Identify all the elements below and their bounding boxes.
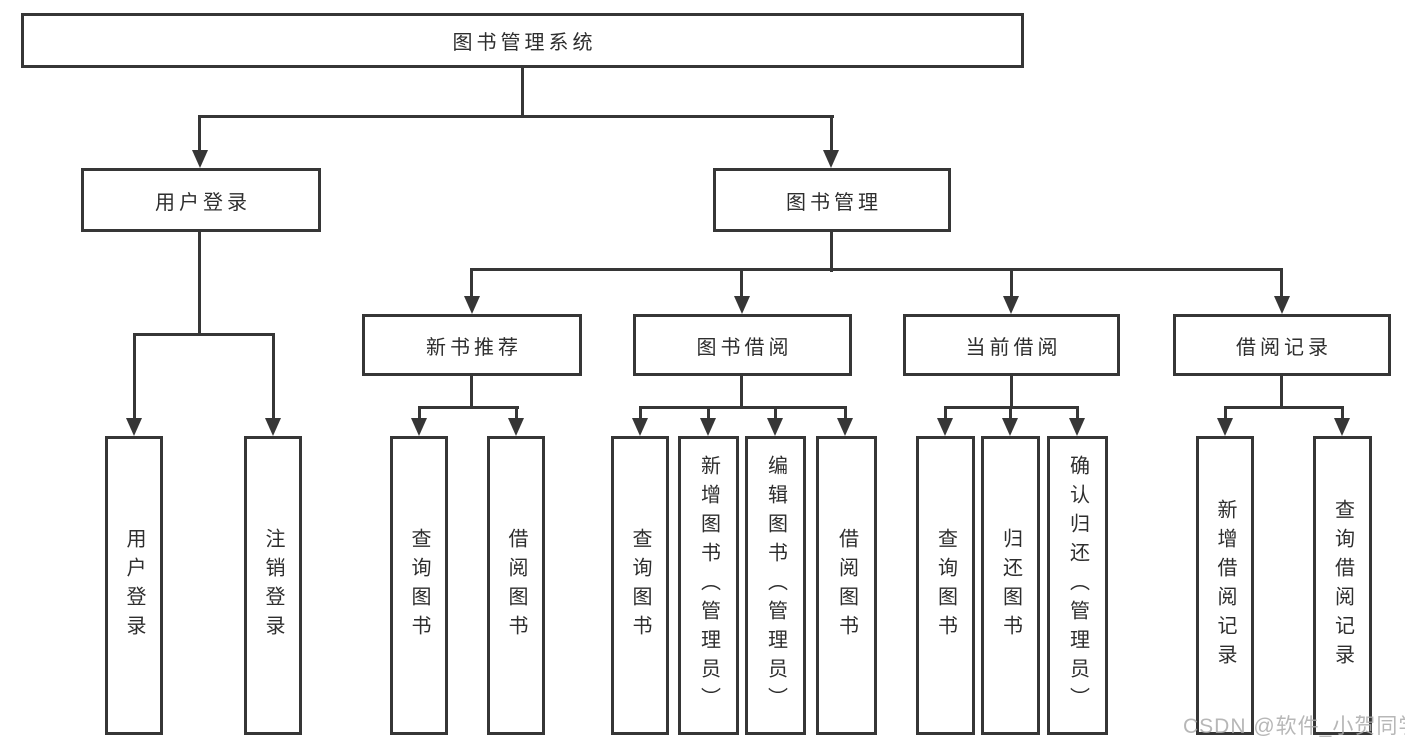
connector-line [830, 232, 833, 272]
leaf-edit-book-admin: 编辑图书（管理员） [745, 436, 806, 735]
connector-line [470, 268, 1283, 271]
connector-line [198, 115, 201, 152]
arrow-down-icon [1003, 296, 1019, 314]
arrow-down-icon [700, 418, 716, 436]
connector-line [1224, 406, 1227, 420]
connector-line [944, 406, 947, 420]
arrow-down-icon [1217, 418, 1233, 436]
node-book-management: 图书管理 [713, 168, 951, 232]
arrow-down-icon [508, 418, 524, 436]
connector-line [830, 115, 833, 152]
connector-line [1010, 268, 1013, 300]
leaf-add-book-admin: 新增图书（管理员） [678, 436, 739, 735]
node-user-login: 用户登录 [81, 168, 321, 232]
connector-line [470, 376, 473, 409]
connector-line [198, 232, 201, 335]
node-book-borrowing: 图书借阅 [633, 314, 852, 376]
arrow-down-icon [632, 418, 648, 436]
leaf-borrow-books-recommend: 借阅图书 [487, 436, 545, 735]
connector-line [418, 406, 519, 409]
connector-line [639, 406, 642, 420]
arrow-down-icon [464, 296, 480, 314]
leaf-borrow-books-borrowing: 借阅图书 [816, 436, 877, 735]
connector-line [740, 268, 743, 300]
arrow-down-icon [937, 418, 953, 436]
node-current-borrowing: 当前借阅 [903, 314, 1120, 376]
connector-line [639, 406, 847, 409]
arrow-down-icon [767, 418, 783, 436]
connector-line [515, 406, 518, 420]
arrow-down-icon [192, 150, 208, 168]
connector-line [1076, 406, 1079, 420]
connector-line [844, 406, 847, 420]
connector-line [1280, 376, 1283, 409]
connector-line [1009, 406, 1012, 420]
arrow-down-icon [126, 418, 142, 436]
connector-line [707, 406, 710, 420]
connector-line [133, 333, 136, 420]
arrow-down-icon [1069, 418, 1085, 436]
arrow-down-icon [1334, 418, 1350, 436]
arrow-down-icon [734, 296, 750, 314]
leaf-logout: 注销登录 [244, 436, 302, 735]
leaf-return-book: 归还图书 [981, 436, 1040, 735]
arrow-down-icon [823, 150, 839, 168]
connector-line [272, 333, 275, 420]
connector-line [740, 376, 743, 409]
node-library-management-system: 图书管理系统 [21, 13, 1024, 68]
connector-line [418, 406, 421, 420]
connector-line [1010, 376, 1013, 409]
arrow-down-icon [1002, 418, 1018, 436]
arrow-down-icon [1274, 296, 1290, 314]
node-borrowing-records: 借阅记录 [1173, 314, 1391, 376]
leaf-query-borrow-record: 查询借阅记录 [1313, 436, 1372, 735]
leaf-add-borrow-record: 新增借阅记录 [1196, 436, 1254, 735]
leaf-confirm-return-admin: 确认归还（管理员） [1047, 436, 1108, 735]
connector-line [521, 68, 524, 118]
arrow-down-icon [411, 418, 427, 436]
leaf-query-books-borrowing: 查询图书 [611, 436, 669, 735]
leaf-user-login: 用户登录 [105, 436, 163, 735]
watermark-text: CSDN @软件_小贺同学 [1183, 715, 1405, 738]
connector-line [198, 115, 834, 118]
connector-line [470, 268, 473, 300]
arrow-down-icon [265, 418, 281, 436]
node-new-book-recommend: 新书推荐 [362, 314, 582, 376]
arrow-down-icon [837, 418, 853, 436]
leaf-query-books-current: 查询图书 [916, 436, 975, 735]
connector-line [1224, 406, 1344, 409]
leaf-query-books-recommend: 查询图书 [390, 436, 448, 735]
connector-line [1280, 268, 1283, 300]
connector-line [1341, 406, 1344, 420]
connector-line [774, 406, 777, 420]
connector-line [133, 333, 274, 336]
